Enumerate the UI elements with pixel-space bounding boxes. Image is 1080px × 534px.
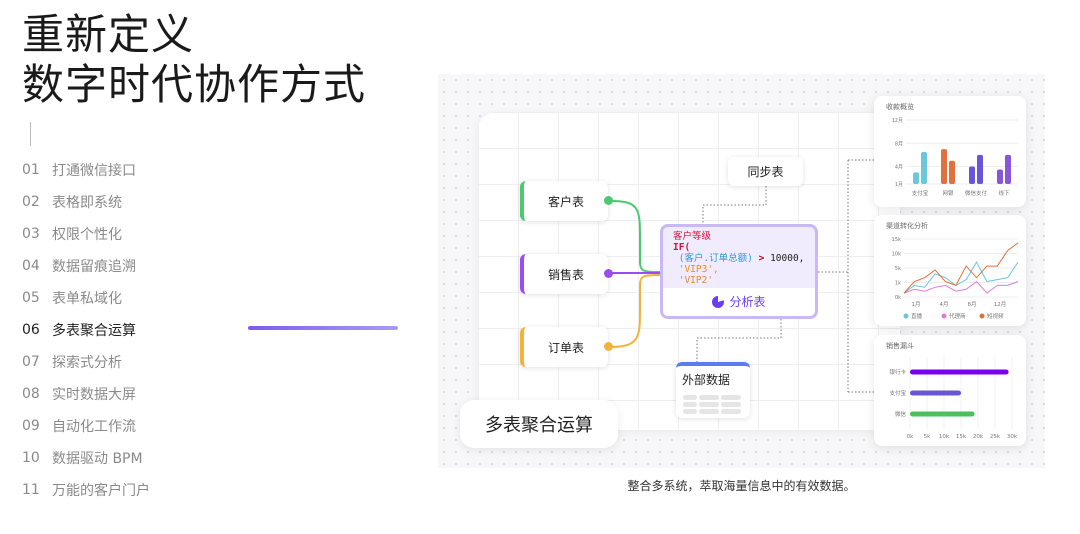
active-indicator: [248, 326, 398, 330]
table-node[interactable]: 销售表: [520, 254, 613, 294]
bar: [969, 166, 975, 184]
x-tick-label: 0k: [907, 434, 914, 440]
bar: [910, 369, 1009, 375]
y-tick-label: 10k: [892, 252, 901, 258]
x-tick-label: 30k: [1007, 434, 1018, 440]
table-node[interactable]: 订单表: [520, 327, 613, 367]
series-line: [903, 261, 1019, 294]
y-tick-label: 12月: [892, 118, 903, 124]
legend-label: 直播: [911, 312, 923, 320]
y-tick-label: 8月: [895, 141, 903, 147]
bar: [941, 149, 947, 184]
table-placeholder: [682, 394, 744, 415]
feature-badge: 多表聚合运算: [460, 400, 618, 448]
divider: [30, 122, 31, 146]
bar: [977, 154, 983, 184]
pie-chart-icon: [712, 296, 725, 308]
bar: [910, 390, 961, 396]
y-tick-label: 4月: [895, 165, 903, 171]
x-tick-label: 12月: [994, 301, 1007, 308]
y-tick-label: 0k: [895, 295, 901, 301]
legend-label: 短视频: [987, 312, 1004, 320]
y-tick-label: 1k: [895, 281, 901, 287]
bar: [997, 169, 1003, 184]
formula-else-value: 'VIP2': [678, 275, 714, 286]
bar: [949, 160, 955, 184]
bar: [921, 152, 927, 184]
bar: [913, 172, 919, 184]
x-tick-label: 4月: [940, 301, 949, 308]
y-tick-label: 15k: [892, 237, 901, 243]
caption: 整合多系统，萃取海量信息中的有效数据。: [627, 479, 856, 493]
x-tick-label: 支付宝: [912, 189, 929, 197]
bar: [1005, 154, 1011, 184]
legend-marker: [941, 313, 947, 319]
formula-card[interactable]: 客户等级 IF( (客户.订单总额) > 10000, 'VIP3', 'VIP…: [660, 224, 818, 319]
x-tick-label: 网银: [942, 189, 954, 197]
legend-marker: [903, 313, 909, 319]
x-tick-label: 线下: [998, 189, 1010, 197]
x-tick-label: 20k: [973, 434, 984, 440]
y-tick-label: 1月: [895, 182, 903, 188]
y-tick-label: 支付宝: [889, 389, 906, 397]
legend-marker: [979, 313, 985, 319]
table-node[interactable]: 客户表: [520, 181, 613, 221]
connector-dot: [604, 342, 613, 351]
x-tick-label: 5k: [924, 434, 931, 440]
sync-table-node[interactable]: 同步表: [728, 157, 803, 186]
bar: [910, 411, 975, 417]
series-line: [903, 280, 1019, 294]
series-line: [903, 242, 1019, 294]
analysis-table-button[interactable]: 分析表: [663, 288, 815, 316]
x-tick-label: 8月: [968, 301, 977, 308]
y-tick-label: 微信: [895, 410, 907, 418]
hero-title: 重新定义数字时代协作方式: [22, 10, 367, 109]
x-tick-label: 25k: [990, 434, 1001, 440]
x-tick-label: 1月: [912, 301, 921, 308]
y-tick-label: 5k: [895, 266, 901, 272]
legend-label: 代理商: [949, 312, 966, 320]
y-tick-label: 银行卡: [889, 368, 906, 376]
connector-dot: [604, 269, 613, 278]
x-tick-label: 15k: [956, 434, 967, 440]
connector-dot: [604, 196, 613, 205]
x-tick-label: 微信支付: [965, 189, 988, 197]
external-data-node[interactable]: 外部数据: [676, 362, 750, 418]
x-tick-label: 10k: [939, 434, 950, 440]
